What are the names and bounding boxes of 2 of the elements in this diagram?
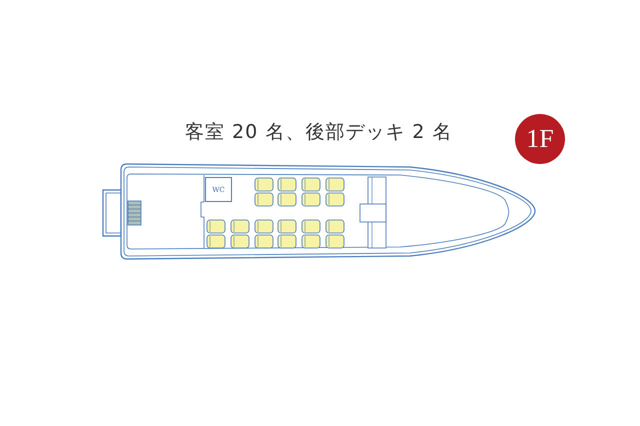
floor-badge: 1F bbox=[515, 114, 565, 164]
floor-title: 客室 20 名、後部デッキ 2 名 bbox=[185, 120, 452, 145]
